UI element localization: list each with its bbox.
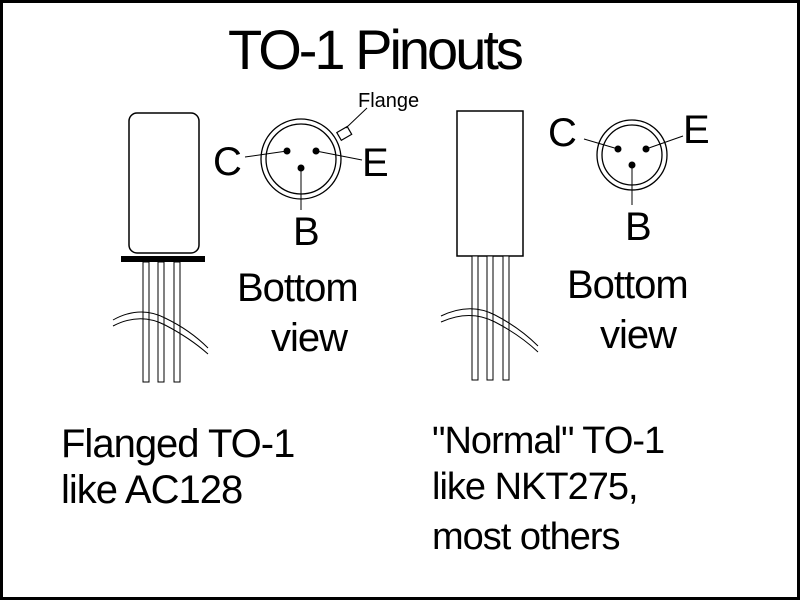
left-transistor-can	[128, 112, 200, 254]
right-caption-line1: "Normal" TO-1	[432, 420, 665, 462]
right-caption-line2: like NKT275,	[432, 466, 639, 508]
left-view-label-line1: Bottom	[237, 266, 359, 310]
left-pin-c-leader	[244, 150, 288, 158]
left-bend-line-1	[112, 311, 209, 349]
left-transistor	[112, 112, 209, 383]
left-pin-e-leader	[315, 150, 363, 161]
left-transistor-flange	[121, 256, 205, 262]
right-transistor-can	[456, 110, 524, 257]
page-title: TO-1 Pinouts	[228, 18, 524, 81]
right-pin-c-label: C	[548, 111, 577, 155]
left-caption-line1: Flanged TO-1	[61, 422, 295, 466]
right-lead-3	[502, 255, 510, 381]
right-pin-b-label: B	[625, 205, 652, 249]
left-pin-b-label: B	[293, 210, 320, 254]
left-pinout-flange-tab	[335, 125, 353, 142]
right-pin-e-leader	[645, 135, 684, 150]
left-flange-label: Flange	[358, 90, 420, 112]
right-pinout-bottom-view	[583, 119, 684, 205]
right-bend-line-2	[440, 315, 539, 353]
left-pinout-bottom-view	[244, 107, 368, 210]
right-transistor	[440, 110, 539, 381]
right-view-label-line2: view	[600, 313, 677, 357]
right-bend-line-1	[440, 308, 539, 347]
left-lead-3	[173, 261, 181, 383]
left-pin-e-label: E	[362, 141, 389, 185]
left-bend-line-2	[112, 318, 209, 355]
left-view-label-line2: view	[271, 316, 348, 360]
right-view-label-line1: Bottom	[567, 263, 689, 307]
right-caption-line3: most others	[432, 516, 621, 558]
right-pin-c-leader	[583, 138, 619, 150]
left-pin-c-label: C	[213, 140, 242, 184]
left-caption-line2: like AC128	[61, 468, 243, 512]
right-lead-1	[471, 255, 479, 381]
right-lead-2	[486, 255, 494, 381]
left-flange-leader	[345, 107, 368, 129]
left-lead-1	[142, 261, 150, 383]
right-pin-e-label: E	[683, 108, 710, 152]
